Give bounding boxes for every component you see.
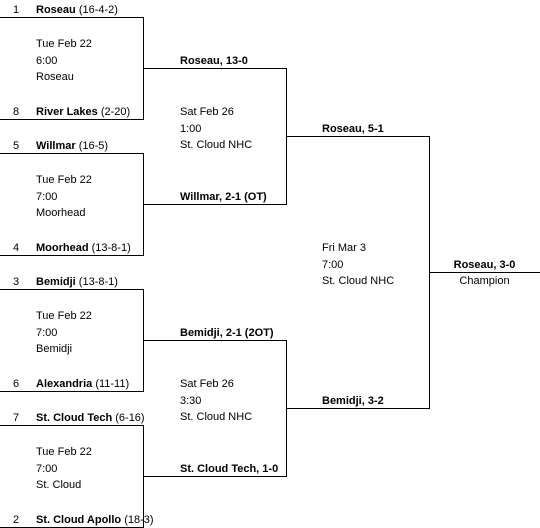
seed-number: 8 xyxy=(13,106,20,118)
game-time: 3:30 xyxy=(180,395,202,407)
team-record: (11-11) xyxy=(95,378,130,390)
seed-number: 1 xyxy=(13,4,20,16)
game-date: Fri Mar 3 xyxy=(322,242,366,254)
team-record: (18-3) xyxy=(124,514,154,526)
team-name: Bemidji xyxy=(36,276,76,288)
team-entry: Moorhead (13-8-1) xyxy=(36,242,131,255)
team-name: Roseau xyxy=(36,4,76,16)
game-date: Tue Feb 22 xyxy=(36,174,92,186)
game-time: 6:00 xyxy=(36,55,58,67)
bracket-line xyxy=(0,153,143,154)
team-name: St. Cloud Tech xyxy=(36,412,113,424)
game-site: Moorhead xyxy=(36,207,86,219)
seed-number: 7 xyxy=(13,412,20,424)
game-site: St. Cloud NHC xyxy=(322,275,395,287)
team-name: River Lakes xyxy=(36,106,98,118)
bracket-line xyxy=(143,204,287,205)
bracket-line xyxy=(0,17,143,18)
team-record: (13-8-1) xyxy=(91,242,131,254)
winner-result: Bemidji, 2-1 (2OT) xyxy=(180,327,274,339)
team-name: Willmar xyxy=(36,140,76,152)
bracket-line xyxy=(143,68,287,69)
team-record: (16-5) xyxy=(78,140,109,152)
seed-number: 4 xyxy=(13,242,20,254)
game-site: Roseau xyxy=(36,71,74,83)
champion-label: Champion xyxy=(459,275,510,287)
team-entry: Alexandria (11-11) xyxy=(36,378,129,391)
bracket-line xyxy=(0,391,143,392)
team-record: (16-4-2) xyxy=(78,4,118,16)
winner-result: Willmar, 2-1 (OT) xyxy=(180,191,267,203)
team-name: Alexandria xyxy=(36,378,93,390)
game-time: 7:00 xyxy=(36,191,58,203)
bracket-line xyxy=(429,272,540,273)
team-record: (2-20) xyxy=(100,106,131,118)
bracket-line xyxy=(286,136,430,137)
game-date: Tue Feb 22 xyxy=(36,446,92,458)
winner-result: Bemidji, 3-2 xyxy=(322,395,384,407)
seed-number: 5 xyxy=(13,140,20,152)
winner-result: Roseau, 5-1 xyxy=(322,123,384,135)
team-record: (13-8-1) xyxy=(78,276,118,288)
seed-number: 6 xyxy=(13,378,20,390)
game-site: Bemidji xyxy=(36,343,73,355)
bracket-line xyxy=(0,289,143,290)
bracket-line xyxy=(0,425,143,426)
team-name: Moorhead xyxy=(36,242,89,254)
bracket-line xyxy=(143,476,287,477)
champion-result: Roseau, 3-0 xyxy=(453,259,516,271)
game-time: 7:00 xyxy=(322,259,344,271)
team-entry: River Lakes (2-20) xyxy=(36,106,130,119)
seed-number: 3 xyxy=(13,276,20,288)
team-entry: Roseau (16-4-2) xyxy=(36,4,118,17)
bracket-line xyxy=(143,340,287,341)
game-date: Sat Feb 26 xyxy=(180,106,234,118)
bracket-line xyxy=(286,408,430,409)
game-date: Tue Feb 22 xyxy=(36,38,92,50)
winner-result: St. Cloud Tech, 1-0 xyxy=(180,463,279,475)
team-entry: Bemidji (13-8-1) xyxy=(36,276,118,289)
seed-number: 2 xyxy=(13,514,20,526)
team-entry: St. Cloud Tech (6-16) xyxy=(36,412,145,425)
winner-result: Roseau, 13-0 xyxy=(180,55,248,67)
team-name: St. Cloud Apollo xyxy=(36,514,122,526)
team-entry: St. Cloud Apollo (18-3) xyxy=(36,514,154,527)
bracket-line xyxy=(0,119,143,120)
game-time: 7:00 xyxy=(36,327,58,339)
team-record: (6-16) xyxy=(115,412,145,424)
bracket-line xyxy=(0,255,143,256)
game-time: 1:00 xyxy=(180,123,202,135)
game-date: Tue Feb 22 xyxy=(36,310,92,322)
game-site: St. Cloud NHC xyxy=(180,139,253,151)
game-site: St. Cloud NHC xyxy=(180,411,253,423)
team-entry: Willmar (16-5) xyxy=(36,140,108,153)
game-time: 7:00 xyxy=(36,463,58,475)
game-date: Sat Feb 26 xyxy=(180,378,234,390)
game-site: St. Cloud xyxy=(36,479,82,491)
